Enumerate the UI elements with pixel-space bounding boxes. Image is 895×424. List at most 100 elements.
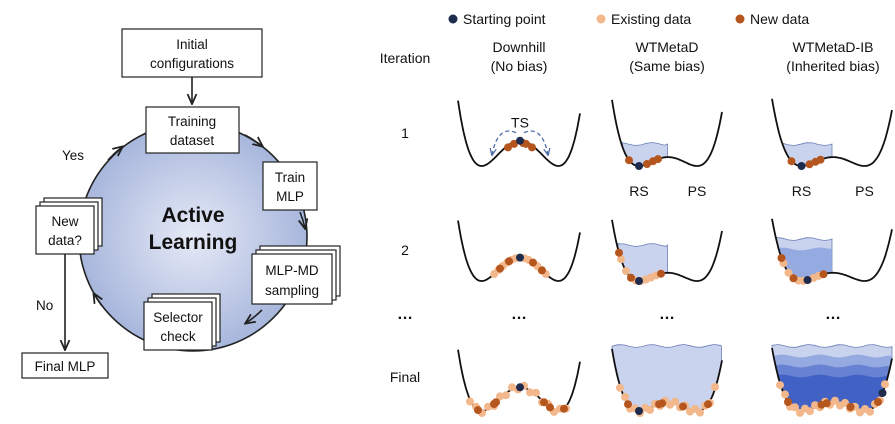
- new-data-point: [846, 403, 855, 411]
- new-data-line2: data?: [48, 233, 82, 248]
- new-data-point: [679, 402, 687, 411]
- inherited-bias-layer: [778, 374, 888, 411]
- mlp-md-sampling-line1: MLP-MD: [265, 263, 318, 278]
- selector-check-line1: Selector: [153, 310, 203, 325]
- selector-check-line2: check: [160, 329, 196, 344]
- downhill-panel-row-1: TS: [457, 100, 581, 167]
- wtmetad-ib-panel-row-3: [771, 344, 893, 417]
- column-ellipsis-wtmetad-ib: …: [825, 306, 841, 323]
- legend: Starting point Existing data New data: [448, 11, 809, 27]
- legend-label-new-data: New data: [750, 11, 809, 27]
- legend-label-starting-point: Starting point: [463, 11, 546, 27]
- downhill-panel-row-3: [457, 349, 581, 417]
- existing-data-point: [791, 403, 799, 412]
- new-data-point: [625, 156, 633, 165]
- new-data-point: [704, 400, 712, 409]
- final-mlp-box: [21, 352, 109, 379]
- wtmetad-panel-row-2: [611, 219, 723, 285]
- existing-data-point: [776, 381, 784, 390]
- existing-data-point: [841, 398, 849, 407]
- row-label-2: 2: [401, 242, 409, 258]
- energy-curve: [457, 349, 581, 412]
- column-subtitle-downhill: (No bias): [491, 58, 548, 74]
- train-mlp-line1: Train: [275, 170, 305, 185]
- column-title-wtmetad-ib: WTMetaD-IB: [793, 39, 874, 55]
- new-data-point: [538, 266, 546, 275]
- existing-data-point: [532, 388, 540, 397]
- new-data-point: [654, 155, 662, 164]
- legend-marker-existing-data: [596, 14, 606, 24]
- existing-data-point: [616, 383, 624, 392]
- existing-data-point: [866, 407, 874, 416]
- downhill-arrow-right: [523, 130, 548, 155]
- legend-marker-new-data: [735, 14, 745, 24]
- existing-data-point: [711, 383, 719, 391]
- starting-point: [803, 276, 812, 285]
- existing-data-point: [621, 393, 629, 401]
- existing-data-point: [502, 391, 510, 400]
- new-data-box: [35, 205, 95, 255]
- existing-data-point: [671, 397, 679, 406]
- existing-data-point: [784, 268, 793, 277]
- new-data-point: [505, 257, 513, 266]
- new-data-point: [643, 160, 651, 168]
- new-data-point: [624, 400, 632, 409]
- new-data-point: [510, 139, 518, 148]
- existing-data-point: [622, 267, 630, 276]
- starting-point: [516, 383, 524, 392]
- ps-label: PS: [855, 183, 874, 199]
- new-data-point: [789, 274, 798, 283]
- new-data-line1: New: [51, 214, 78, 229]
- existing-data-point: [466, 397, 474, 406]
- initial-configurations-box: [121, 28, 263, 78]
- starting-point: [878, 389, 887, 398]
- existing-data-point: [781, 390, 789, 399]
- training-dataset-line1: Training: [168, 114, 216, 129]
- existing-data-point: [646, 405, 654, 414]
- legend-marker-starting-point: [448, 14, 458, 24]
- new-data-point: [496, 264, 504, 273]
- downhill-panel-row-2: [457, 220, 581, 282]
- new-data-point: [528, 143, 536, 152]
- train-mlp-line2: MLP: [276, 189, 304, 204]
- new-data-point: [787, 157, 796, 166]
- legend-label-existing-data: Existing data: [611, 11, 691, 27]
- new-data-point: [615, 248, 623, 257]
- existing-data-point: [508, 383, 516, 392]
- new-data-point: [658, 399, 667, 408]
- starting-point: [635, 407, 643, 415]
- column-subtitle-wtmetad-ib: (Inherited bias): [786, 58, 879, 74]
- new-data-point: [874, 398, 882, 406]
- initial-configurations-line1: Initial: [176, 37, 208, 52]
- rs-label: RS: [629, 183, 648, 199]
- new-data-point: [777, 254, 786, 262]
- training-dataset-line2: dataset: [170, 133, 215, 148]
- starting-point: [635, 162, 643, 170]
- new-data-point: [657, 269, 665, 278]
- wtmetad-ib-panel-row-2: [771, 218, 893, 285]
- column-title-wtmetad: WTMetaD: [636, 39, 699, 55]
- new-data-point: [784, 398, 792, 406]
- new-data-point: [546, 403, 554, 412]
- starting-point: [516, 253, 524, 262]
- no-label: No: [36, 298, 53, 313]
- center-label-line2: Learning: [149, 231, 238, 254]
- mlp-md-sampling-box: [251, 253, 333, 305]
- starting-point: [516, 136, 524, 145]
- new-data-point: [822, 399, 831, 408]
- existing-data-point: [831, 396, 839, 405]
- existing-data-point: [484, 402, 492, 411]
- starting-point: [635, 277, 643, 285]
- existing-data-point: [617, 255, 625, 264]
- yes-label: Yes: [62, 148, 84, 163]
- existing-data-point: [526, 388, 534, 397]
- column-ellipsis-downhill: …: [511, 306, 527, 323]
- column-subtitle-wtmetad: (Same bias): [629, 58, 704, 74]
- train-mlp-box: [262, 161, 318, 211]
- rs-label: RS: [792, 183, 811, 199]
- mlp-md-sampling-line2: sampling: [265, 283, 319, 298]
- new-data-point: [819, 270, 828, 279]
- row-label-1: 1: [401, 125, 409, 141]
